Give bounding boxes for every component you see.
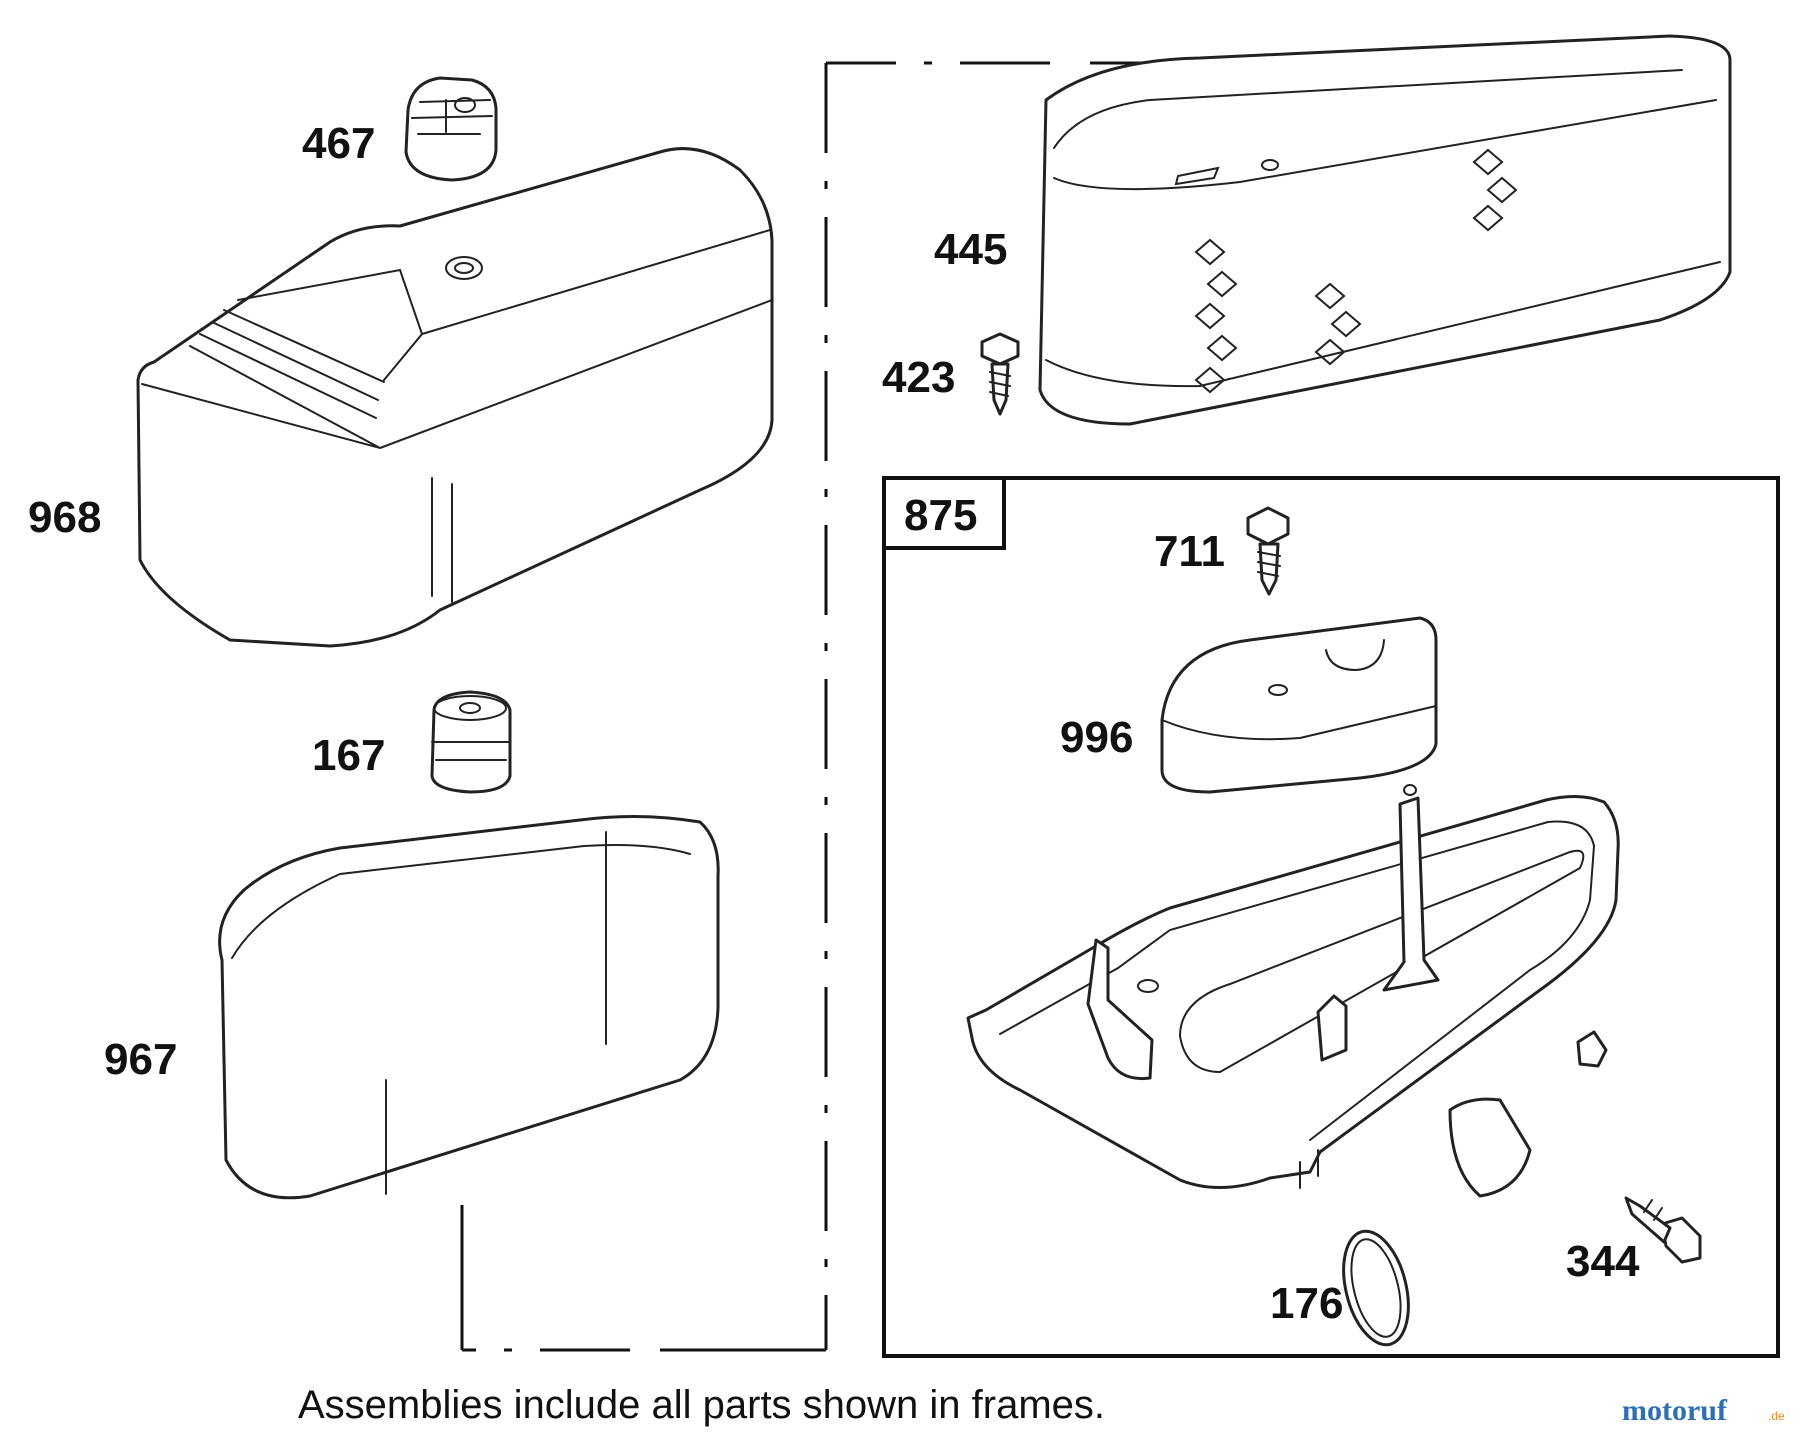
part-467-knob[interactable] — [404, 76, 498, 182]
label-344: 344 — [1566, 1237, 1640, 1286]
caption: Assemblies include all parts shown in fr… — [298, 1383, 1105, 1427]
part-176-oring[interactable] — [1333, 1224, 1419, 1351]
label-968: 968 — [28, 493, 101, 542]
label-423: 423 — [882, 353, 955, 402]
part-344-screw[interactable] — [1624, 1196, 1702, 1264]
label-445: 445 — [934, 225, 1007, 274]
label-167: 167 — [312, 731, 385, 780]
part-711-screw[interactable] — [1246, 506, 1290, 596]
part-996-plate[interactable] — [1160, 616, 1438, 794]
label-467: 467 — [302, 119, 375, 168]
label-967: 967 — [104, 1035, 177, 1084]
part-967-precleaner[interactable] — [218, 814, 720, 1200]
assembly-875-frame — [882, 476, 1780, 1358]
part-445-filter[interactable] — [1038, 34, 1732, 426]
label-875: 875 — [904, 491, 977, 540]
part-423-screw[interactable] — [980, 332, 1020, 416]
label-711: 711 — [1154, 527, 1225, 576]
part-875-base[interactable] — [966, 784, 1620, 1198]
label-176: 176 — [1270, 1279, 1343, 1328]
part-968-cover[interactable] — [136, 147, 774, 648]
label-996: 996 — [1060, 713, 1133, 762]
part-167-grommet[interactable] — [430, 690, 512, 794]
watermark-name: motoruf — [1622, 1394, 1728, 1427]
watermark-logo: motoruf .de — [1622, 1394, 1785, 1427]
watermark-suffix: .de — [1768, 1409, 1785, 1423]
